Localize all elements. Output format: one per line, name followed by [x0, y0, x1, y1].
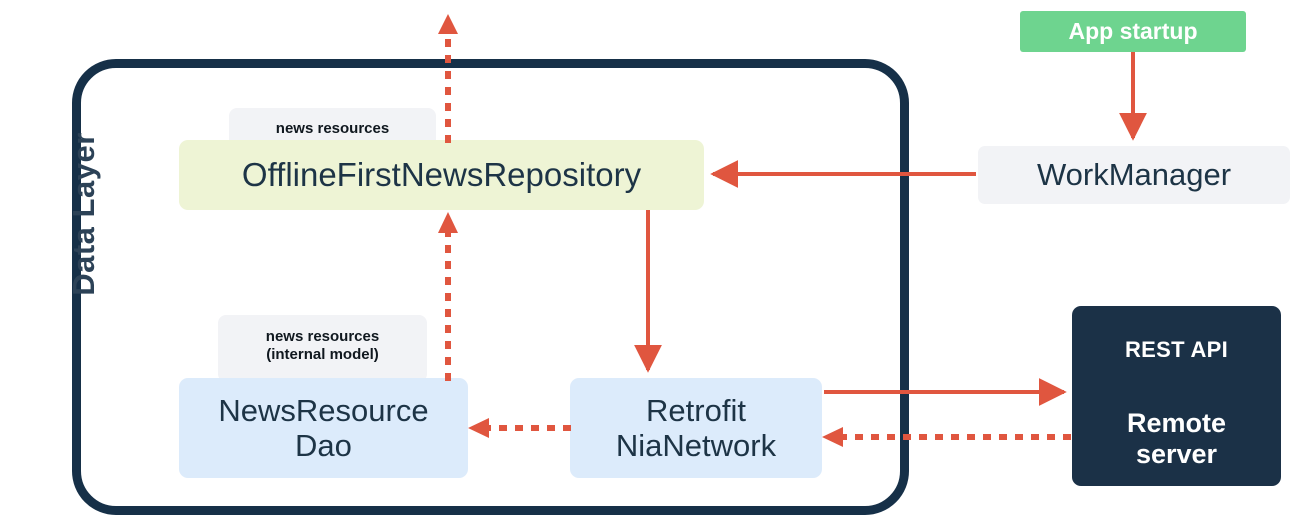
node-offline-first-news-repository[interactable]: OfflineFirstNewsRepository	[179, 140, 704, 210]
tag-internal-model-lines: news resources (internal model)	[266, 328, 379, 362]
tag-news-resources-text: news resources	[275, 119, 390, 137]
node-remote-server-name-label: Remote server	[1127, 408, 1226, 470]
node-network-label-line2: NiaNetwork	[615, 428, 777, 463]
node-retrofit-nia-network[interactable]: Retrofit NiaNetwork	[570, 378, 822, 478]
node-dao-label-line1: NewsResource	[218, 392, 429, 428]
data-layer-label: Data Layer	[66, 132, 101, 296]
node-dao-label-line2: Dao	[295, 428, 352, 463]
node-remote-server-line2: server	[1135, 438, 1218, 469]
node-app-startup[interactable]: App startup	[1020, 11, 1246, 52]
node-remote-server[interactable]: REST API Remote server	[1072, 306, 1281, 486]
data-layer-container	[72, 59, 909, 515]
node-repository-label: OfflineFirstNewsRepository	[241, 156, 642, 193]
node-network-label-line1: Retrofit	[646, 392, 746, 428]
tag-news-resources-internal: news resources (internal model)	[218, 315, 427, 382]
tag-internal-line1: news resources	[265, 328, 380, 346]
node-network-label: Retrofit NiaNetwork	[616, 393, 776, 464]
node-remote-server-api-label: REST API	[1124, 337, 1229, 362]
node-app-startup-label: App startup	[1068, 18, 1198, 44]
node-news-resource-dao[interactable]: NewsResource Dao	[179, 378, 468, 478]
node-dao-label: NewsResource Dao	[218, 393, 428, 464]
node-remote-server-line1: Remote	[1126, 408, 1227, 438]
node-workmanager-label: WorkManager	[1036, 157, 1232, 192]
node-work-manager[interactable]: WorkManager	[978, 146, 1290, 204]
tag-internal-line2: (internal model)	[266, 345, 379, 363]
